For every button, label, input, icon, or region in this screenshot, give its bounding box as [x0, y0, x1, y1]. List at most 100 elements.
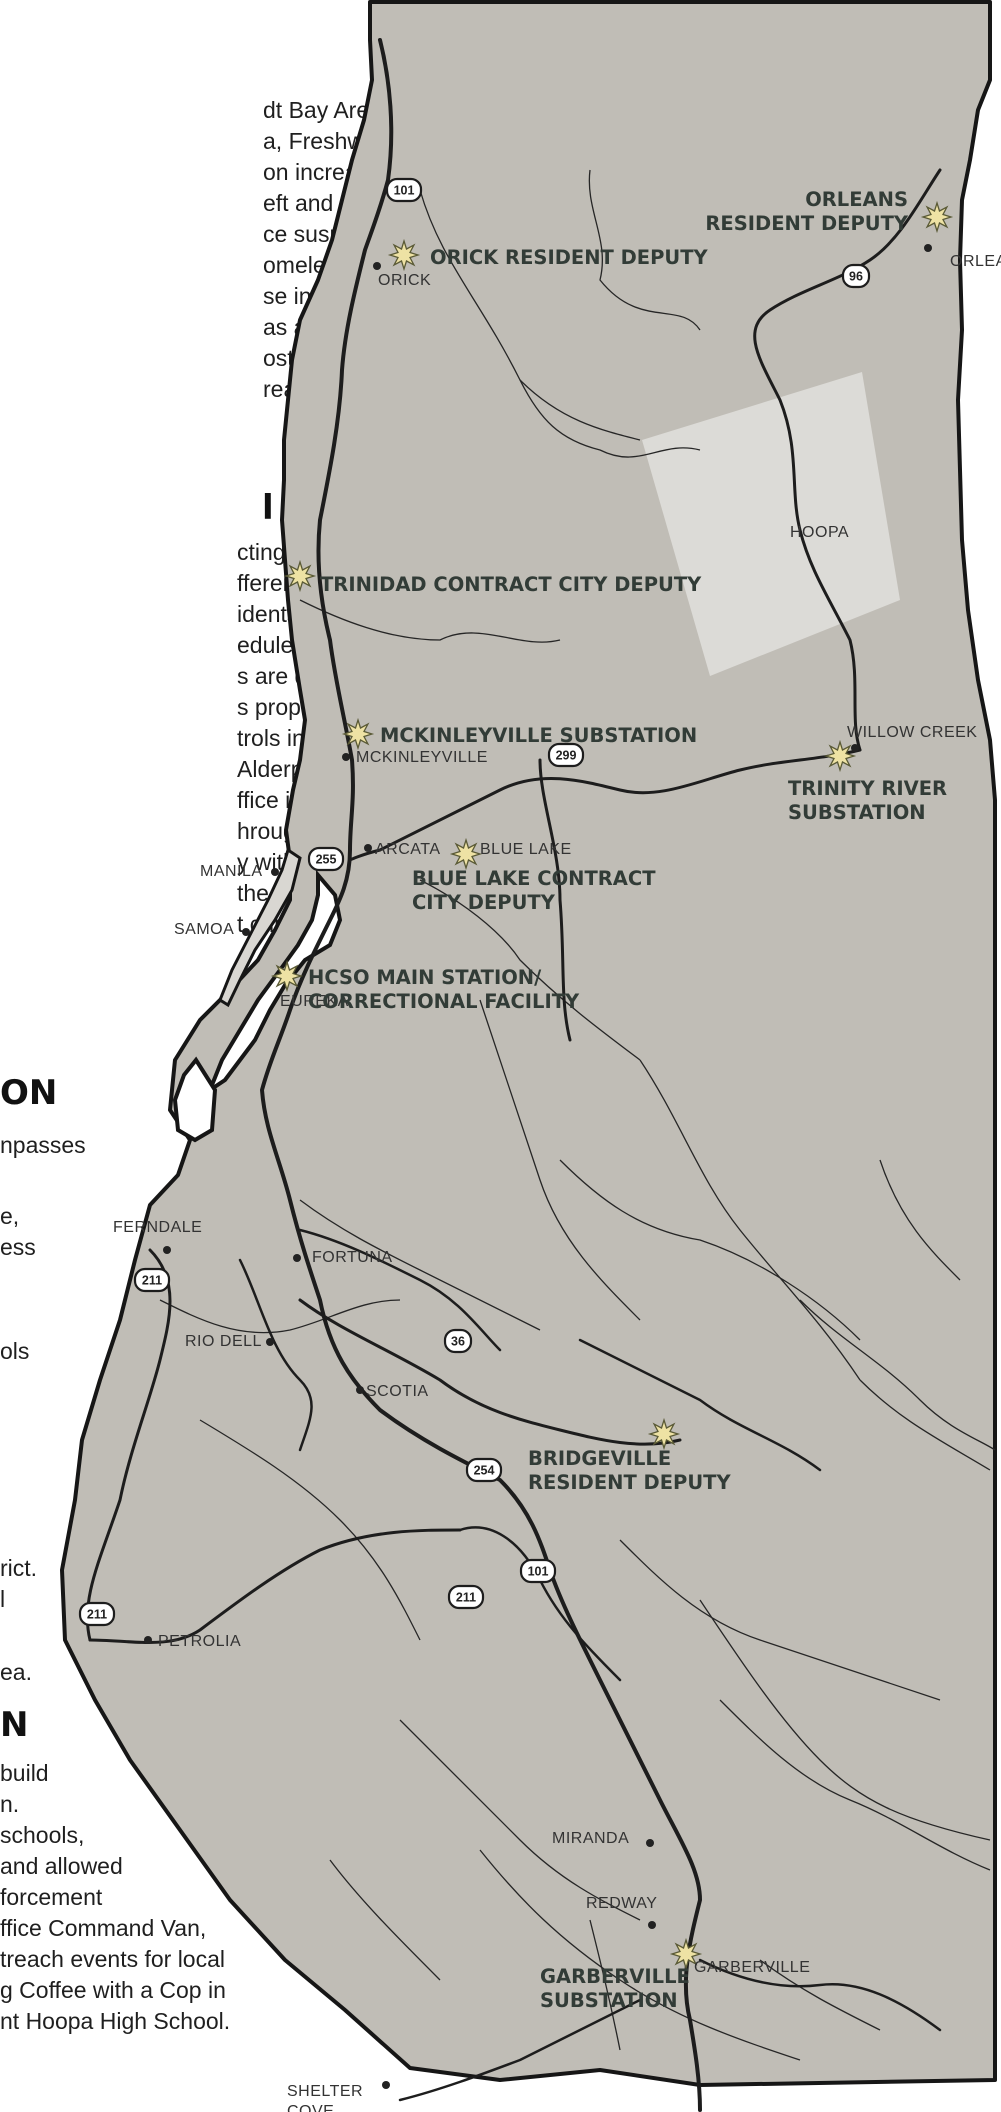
town-label-petrolia: PETROLIA	[158, 1633, 241, 1650]
section-heading-outreach: N	[0, 1705, 29, 1745]
town-dot-icon	[364, 844, 372, 852]
town-dot-icon	[293, 1254, 301, 1262]
station-star-icon	[270, 959, 304, 993]
station-star-icon	[920, 200, 954, 234]
text-line: and allowed	[0, 1853, 123, 1879]
highway-number-h96: 96	[849, 270, 863, 284]
town-label-bluelake: BLUE LAKE	[480, 841, 572, 858]
highway-number-h211c: 211	[87, 1608, 107, 1622]
highway-shield-icon	[465, 1457, 503, 1483]
town-dot-icon	[356, 1386, 364, 1394]
highway-number-h211a: 211	[142, 1274, 162, 1288]
highway-shield-icon	[447, 1584, 485, 1610]
highway-shield-icon	[385, 177, 423, 203]
text-line: forcement	[0, 1884, 103, 1910]
highway-shield-icon	[547, 742, 585, 768]
station-label-garberville: GARBERVILLE	[540, 1965, 690, 1988]
text-line: build	[0, 1760, 49, 1786]
text-line: treach events for local	[0, 1946, 226, 1972]
south-bay	[172, 1056, 218, 1143]
town-label-sheltercove-line2: COVE	[287, 2103, 334, 2112]
station-label-orleans: RESIDENT DEPUTY	[705, 212, 908, 235]
station-label-orleans: ORLEANS	[805, 188, 908, 211]
station-label-trinidad: TRINIDAD CONTRACT CITY DEPUTY	[320, 573, 702, 596]
highway-number-h254: 254	[474, 1464, 495, 1478]
article-paragraph-encompasses: npasses	[0, 1130, 86, 1161]
text-line: schools,	[0, 1822, 85, 1848]
town-dot-icon	[144, 1636, 152, 1644]
town-label-riodell: RIO DELL	[185, 1333, 262, 1350]
station-star-icon	[341, 717, 375, 751]
highway-number-h36: 36	[451, 1335, 465, 1349]
town-dot-icon	[163, 1246, 171, 1254]
highway-shield-icon	[841, 263, 871, 289]
town-dot-icon	[646, 1839, 654, 1847]
station-label-bridgeville: RESIDENT DEPUTY	[528, 1471, 731, 1494]
town-label-eureka: EUREKA	[280, 993, 349, 1010]
town-label-orleans: ORLEANS	[950, 253, 1001, 270]
town-dot-icon	[266, 1338, 274, 1346]
town-dot-icon	[851, 744, 859, 752]
station-label-trinity: TRINITY RIVER	[788, 777, 947, 800]
town-label-manila: MANILA	[200, 863, 263, 880]
highway-number-h299: 299	[556, 749, 577, 763]
rivers	[159, 169, 996, 2061]
text-line: l	[0, 1586, 6, 1612]
text-line: ess	[0, 1234, 36, 1260]
station-star-icon	[647, 1417, 681, 1451]
town-dot-icon	[648, 1921, 656, 1929]
station-markers	[270, 200, 954, 1971]
town-dot-icon	[924, 244, 932, 252]
station-label-mckinleyville: MCKINLEYVILLE SUBSTATION	[380, 724, 697, 747]
samoa-peninsula	[218, 847, 302, 1008]
town-label-miranda: MIRANDA	[552, 1830, 629, 1847]
article-paragraph-district: rict.l	[0, 1553, 37, 1615]
station-label-bluelake: BLUE LAKE CONTRACT	[412, 867, 656, 890]
highway-shield-icon	[443, 1328, 473, 1354]
town-dot-icon	[242, 928, 250, 936]
town-dot-icon	[373, 262, 381, 270]
hoopa-reservation-area	[642, 372, 900, 676]
station-label-hcso: CORRECTIONAL FACILITY	[308, 990, 580, 1013]
highway-shield-icon	[78, 1601, 116, 1627]
station-star-icon	[823, 739, 857, 773]
town-label-ferndale: FERNDALE	[113, 1219, 202, 1236]
town-dots	[144, 244, 932, 2089]
station-star-icon	[387, 238, 421, 272]
roads	[85, 38, 942, 2112]
town-label-redway: REDWAY	[586, 1895, 657, 1912]
text-line: ea.	[0, 1659, 32, 1685]
station-label-orick: ORICK RESIDENT DEPUTY	[430, 246, 709, 269]
town-label-sheltercove: SHELTER	[287, 2083, 363, 2100]
highway-shield-icon	[307, 846, 345, 872]
text-line: ols	[0, 1338, 30, 1364]
town-label-orick: ORICK	[378, 272, 431, 289]
station-label-bluelake: CITY DEPUTY	[412, 891, 556, 914]
text-line: e,	[0, 1203, 20, 1229]
station-label-garberville: SUBSTATION	[540, 1989, 678, 2012]
town-label-willowcreek: WILLOW CREEK	[847, 724, 977, 741]
town-label-scotia: SCOTIA	[366, 1383, 429, 1400]
town-label-arcata: ARCATA	[375, 841, 441, 858]
station-label-bridgeville: BRIDGEVILLE	[528, 1447, 671, 1470]
article-paragraph-schools: ols	[0, 1336, 29, 1367]
town-label-hoopa: HOOPA	[790, 524, 849, 541]
station-label-hcso: HCSO MAIN STATION/	[308, 966, 542, 989]
article-paragraph-continued: e, ess	[0, 1201, 36, 1263]
section-heading-division: ON	[0, 1073, 58, 1113]
highway-shield-icon	[133, 1267, 171, 1293]
station-label-trinity: SUBSTATION	[788, 801, 926, 824]
county-landmass	[60, 0, 997, 2087]
text-line: npasses	[0, 1132, 86, 1158]
town-label-garberville: GARBERVILLE	[694, 1959, 810, 1976]
article-paragraph-area: ea.	[0, 1657, 32, 1688]
station-star-icon	[669, 1937, 703, 1971]
town-label-mckinleyville: MCKINLEYVILLE	[356, 749, 488, 766]
town-label-fortuna: FORTUNA	[312, 1249, 393, 1266]
humboldt-bay	[205, 869, 343, 1096]
